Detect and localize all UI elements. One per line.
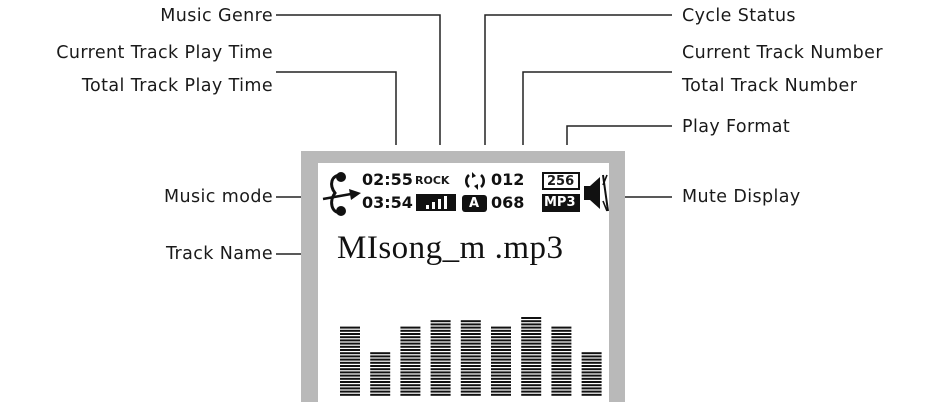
mute-display-label: Mute Display — [682, 187, 801, 207]
current-track-number: 012 — [491, 170, 525, 189]
bitrate-box: 256 — [542, 172, 580, 190]
equalizer-column — [521, 317, 542, 396]
total-track-number-label: Total Track Number — [682, 76, 858, 96]
bitrate-value: 256 — [547, 174, 575, 189]
equalizer-column — [551, 326, 572, 396]
signal-bars-icon — [416, 194, 456, 211]
music-mode-icon — [322, 172, 361, 216]
total-track-number: 068 — [491, 193, 525, 212]
equalizer-column — [430, 320, 451, 396]
music-mode-label: Music mode — [164, 187, 273, 207]
equalizer-column — [400, 326, 421, 396]
current-track-number-label: Current Track Number — [682, 43, 883, 63]
current-track-play-time-label: Current Track Play Time — [56, 43, 273, 63]
format-box: MP3 — [542, 194, 580, 212]
current-track-play-time: 02:55 — [362, 170, 413, 189]
play-time-leader — [276, 71, 397, 145]
cycle-mode-label: A — [469, 196, 480, 211]
cycle-status-label: Cycle Status — [682, 6, 796, 26]
lcd-screen: 02:55 03:54 ROCK A 012 068 256 — [318, 163, 609, 402]
track-name: MIsong_m .mp3 — [337, 230, 564, 266]
equalizer-column — [581, 352, 602, 396]
equalizer-column — [340, 326, 360, 396]
music-genre-leader — [276, 14, 441, 145]
play-format-leader — [566, 125, 672, 145]
total-track-play-time: 03:54 — [362, 193, 413, 212]
play-format-label: Play Format — [682, 117, 791, 137]
play-format-value: MP3 — [544, 195, 576, 210]
cycle-mode-badge: A — [462, 195, 487, 212]
equalizer-column — [370, 352, 391, 396]
total-track-play-time-label: Total Track Play Time — [81, 76, 273, 96]
lcd-frame: 02:55 03:54 ROCK A 012 068 256 — [301, 151, 625, 402]
equalizer-column — [491, 326, 511, 396]
cycle-status-leader — [484, 14, 672, 145]
mute-speaker-icon — [584, 174, 609, 212]
equalizer-column — [460, 320, 481, 396]
track-number-leader — [522, 71, 672, 145]
music-genre-label: Music Genre — [160, 6, 273, 26]
track-name-label: Track Name — [166, 244, 273, 264]
equalizer — [340, 317, 602, 396]
music-genre: ROCK — [415, 174, 450, 187]
cycle-status-icon — [465, 172, 485, 190]
